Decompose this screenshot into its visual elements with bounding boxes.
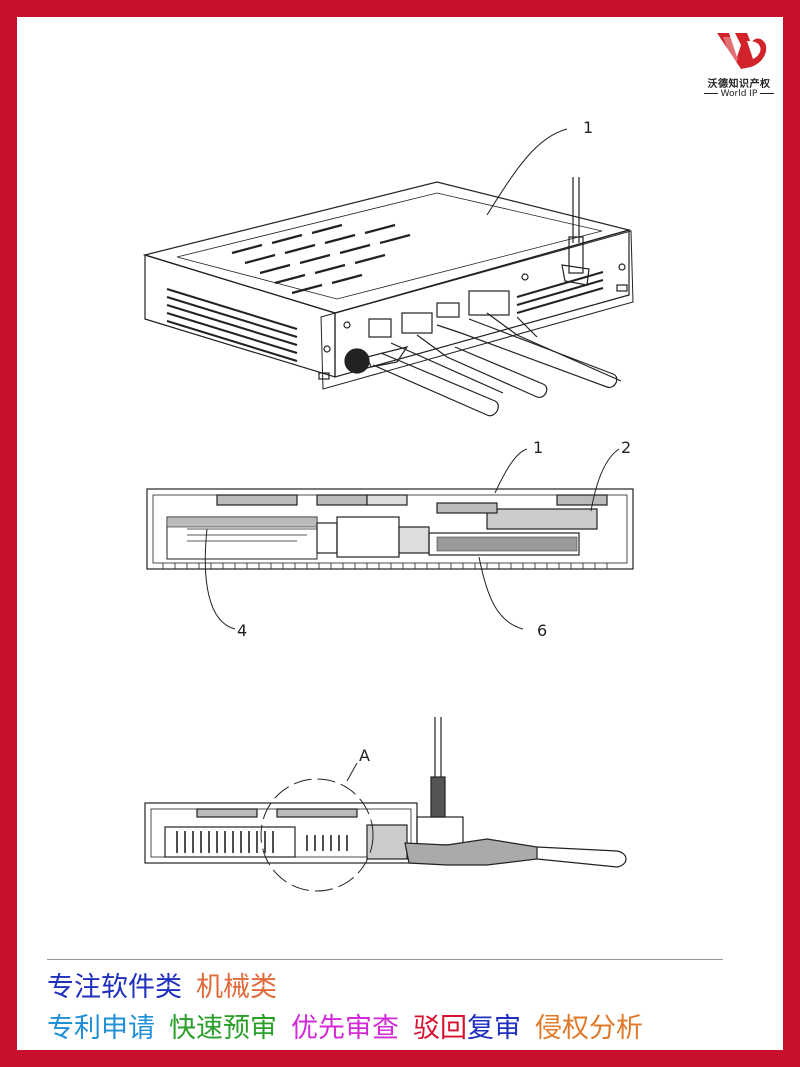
footer-tag-patent-application: 专利申请 <box>47 1013 155 1044</box>
footer-divider <box>47 959 723 960</box>
footer-tag-priority-exam: 优先审查 <box>291 1013 399 1044</box>
fig2-label-1: 1 <box>533 438 543 457</box>
footer-tag-rejection: 驳回 <box>413 1013 467 1044</box>
footer-tag-fast-pre-exam: 快速预审 <box>169 1013 277 1044</box>
patent-drawings: 1 1 2 4 6 A <box>142 118 634 892</box>
fig2-label-2: 2 <box>621 438 631 457</box>
fig3-label-a: A <box>359 746 370 765</box>
fig2-label-4: 4 <box>237 621 247 640</box>
fig2-label-6: 6 <box>537 621 547 640</box>
fig1-label-1: 1 <box>583 118 593 137</box>
footer-line-1: 专注软件类机械类 <box>47 965 291 1004</box>
figure-3-detail-view <box>144 717 627 892</box>
world-ip-logo-icon <box>717 33 767 69</box>
page: 沃德知识产权 World IP <box>17 17 783 1050</box>
logo-english-name: World IP <box>697 89 781 99</box>
footer-tag-infringement-analysis: 侵权分析 <box>535 1013 643 1044</box>
world-ip-logo: 沃德知识产权 World IP <box>697 25 781 111</box>
footer-tag-reexamination: 复审 <box>467 1013 521 1044</box>
footer-tag-software: 专注软件类 <box>47 972 182 1003</box>
figure-2-section-view <box>146 448 634 630</box>
figure-1-isometric-view <box>142 128 634 417</box>
footer-tag-mechanical: 机械类 <box>196 972 277 1003</box>
footer-line-2: 专利申请快速预审优先审查驳回复审侵权分析 <box>47 1006 643 1045</box>
logo-chinese-name: 沃德知识产权 <box>707 79 771 90</box>
logo-english-text: World IP <box>720 89 758 99</box>
